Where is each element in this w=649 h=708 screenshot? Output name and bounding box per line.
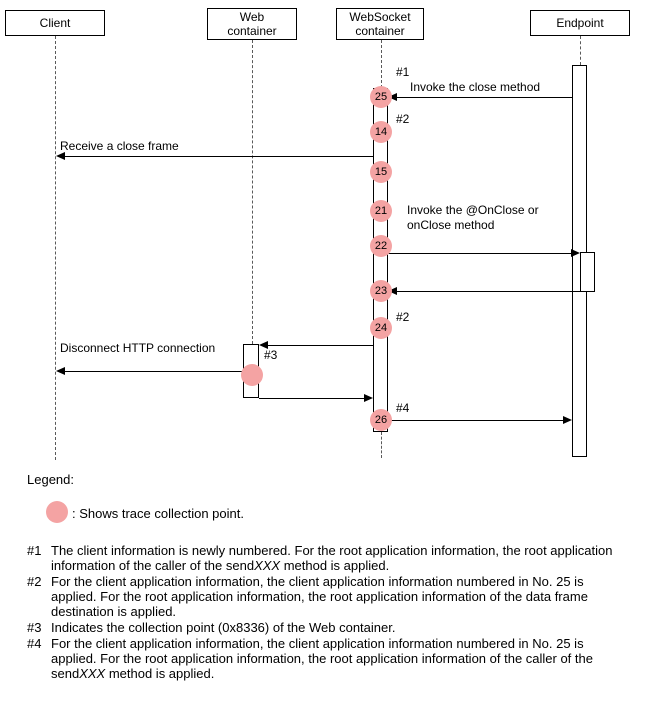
message-invoke-close: Invoke the close method: [410, 80, 541, 94]
footnote-2-number: #2: [27, 574, 42, 589]
annotation-2-second: #2: [396, 310, 410, 324]
message-receive-close-frame: Receive a close frame: [60, 139, 179, 153]
footnote-3-number: #3: [27, 620, 42, 635]
arrowhead-onclose-return: [388, 287, 397, 295]
footnote-1: #1 The client information is newly numbe…: [27, 543, 615, 573]
arrow-invoke-close-line: [397, 97, 572, 98]
arrow-invoke-onclose-line: [388, 253, 571, 254]
arrow-final-to-endpoint-line: [388, 420, 563, 421]
actor-endpoint-label: Endpoint: [556, 16, 604, 30]
arrow-receive-close-frame-line: [65, 156, 373, 157]
arrow-disconnect-http-line: [65, 371, 243, 372]
actor-websocket-container: WebSocket container: [336, 8, 424, 40]
trace-point-25: 25: [370, 86, 392, 108]
lifeline-client: [55, 36, 56, 460]
arrowhead-final-to-endpoint: [563, 416, 572, 424]
arrow-onclose-return-line: [397, 291, 580, 292]
footnote-1-text-italic: XXX: [254, 558, 281, 573]
trace-point-21: 21: [370, 200, 392, 222]
message-disconnect-http: Disconnect HTTP connection: [60, 341, 216, 355]
annotation-2-first: #2: [396, 112, 410, 126]
actor-web-container-label: Web container: [227, 10, 277, 38]
annotation-1: #1: [396, 65, 410, 79]
actor-client-label: Client: [39, 16, 71, 30]
footnote-3: #3 Indicates the collection point (0x833…: [27, 620, 615, 635]
footnote-4-number: #4: [27, 636, 42, 651]
footnote-1-text-pre: The client information is newly numbered…: [51, 543, 613, 573]
arrowhead-to-web-container: [259, 341, 268, 349]
arrowhead-disconnect-http: [56, 367, 65, 375]
trace-point-22: 22: [370, 235, 392, 257]
trace-point-15: 15: [370, 161, 392, 183]
arrowhead-receive-close-frame: [56, 152, 65, 160]
trace-point-23: 23: [370, 280, 392, 302]
trace-point-26: 26: [370, 409, 392, 431]
arrowhead-invoke-onclose: [571, 249, 580, 257]
footnote-3-text: Indicates the collection point (0x8336) …: [51, 620, 615, 635]
arrow-web-return-line: [259, 398, 364, 399]
footnote-2-text: For the client application information, …: [51, 574, 615, 619]
footnote-2-text-pre: For the client application information, …: [51, 574, 588, 619]
trace-point-24: 24: [370, 317, 392, 339]
actor-web-container: Web container: [207, 8, 297, 40]
footnote-4: #4 For the client application informatio…: [27, 636, 615, 681]
activation-endpoint-nested: [580, 252, 595, 292]
actor-websocket-container-label: WebSocket container: [349, 10, 411, 38]
actor-endpoint: Endpoint: [530, 10, 630, 36]
legend-title: Legend:: [27, 472, 74, 487]
trace-point-legend-icon: [46, 501, 68, 523]
footnote-2: #2 For the client application informatio…: [27, 574, 615, 619]
footnote-4-text-italic: XXX: [79, 666, 106, 681]
footnote-1-number: #1: [27, 543, 42, 558]
lifeline-endpoint-top: [580, 36, 581, 65]
lifeline-web-container: [252, 40, 253, 344]
annotation-3: #3: [264, 348, 278, 362]
footnote-4-text-pre: For the client application information, …: [51, 636, 593, 681]
footnote-4-text: For the client application information, …: [51, 636, 615, 681]
trace-point-14: 14: [370, 121, 392, 143]
arrow-to-web-container-line: [268, 345, 373, 346]
annotation-4: #4: [396, 401, 410, 415]
footnote-1-text: The client information is newly numbered…: [51, 543, 615, 573]
footnote-4-text-post: method is applied.: [105, 666, 215, 681]
actor-client: Client: [5, 10, 105, 36]
footnotes: #1 The client information is newly numbe…: [27, 543, 615, 682]
lifeline-websocket-container-bottom: [381, 432, 382, 458]
trace-point-web-container: [241, 364, 263, 386]
legend-description: : Shows trace collection point.: [72, 506, 244, 521]
arrowhead-web-return: [364, 394, 373, 402]
footnote-1-text-post: method is applied.: [280, 558, 390, 573]
lifeline-websocket-container-top: [381, 40, 382, 88]
arrowhead-invoke-close: [388, 93, 397, 101]
message-invoke-onclose: Invoke the @OnClose or onClose method: [407, 203, 539, 232]
footnote-3-text-pre: Indicates the collection point (0x8336) …: [51, 620, 396, 635]
